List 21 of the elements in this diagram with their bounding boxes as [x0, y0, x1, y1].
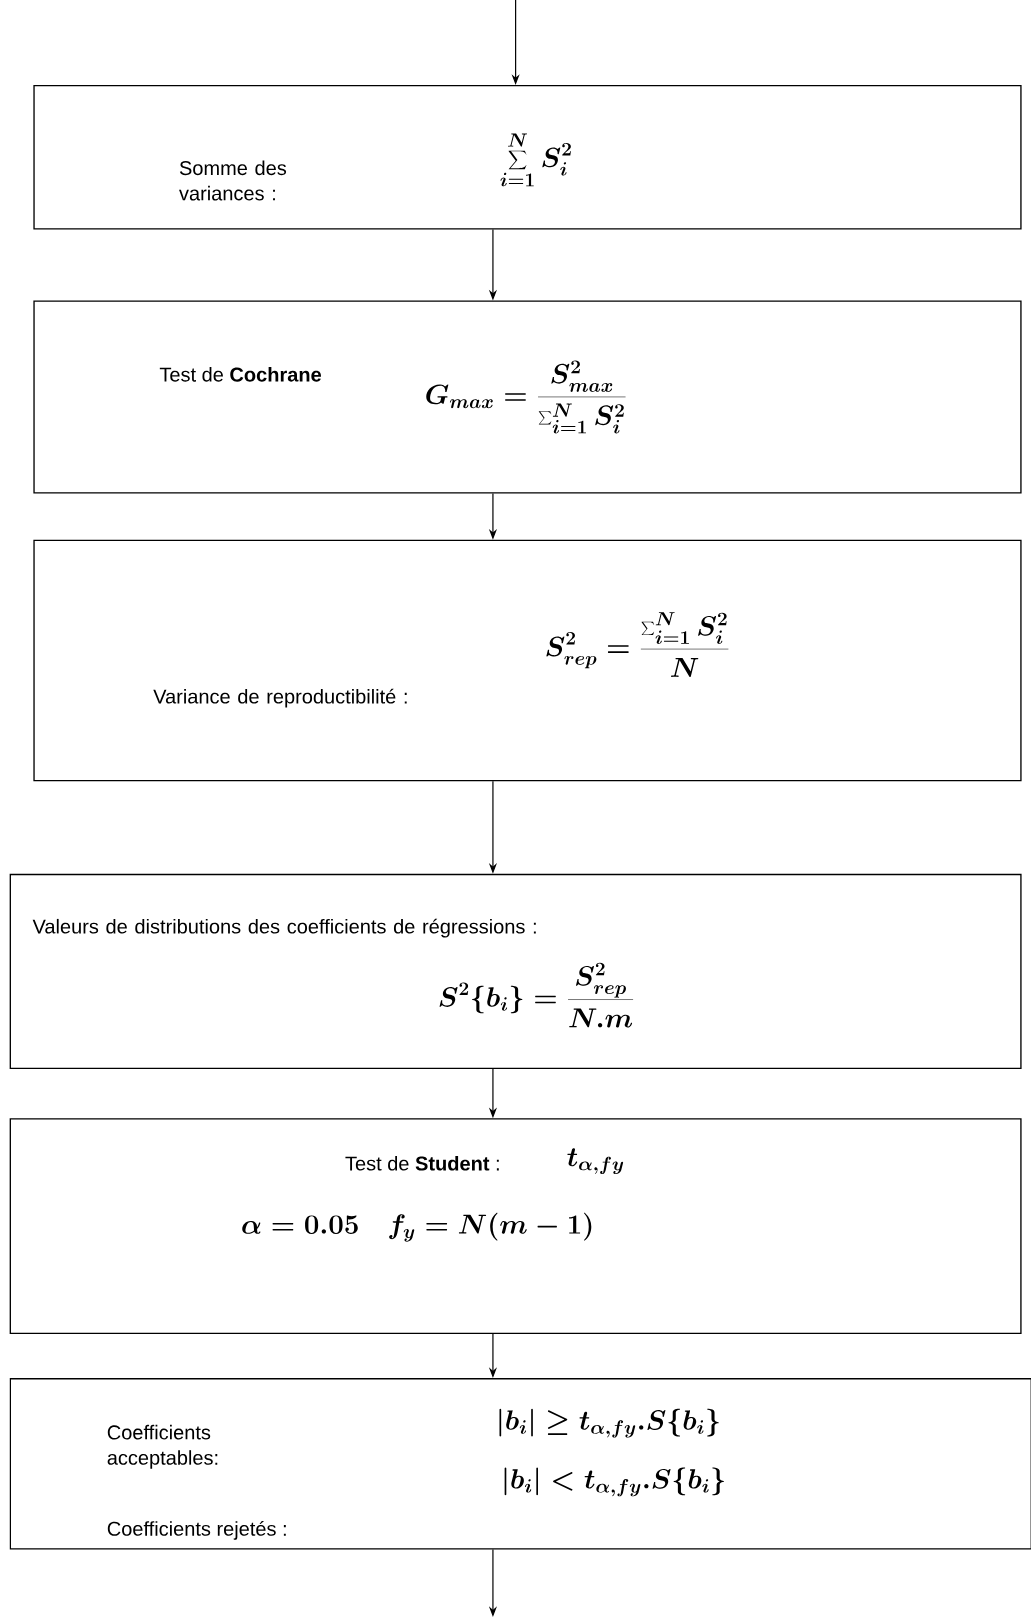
formula: $|b_i| < t_{\alpha,fy} . S\{b_i\}$ — [504, 1467, 724, 1497]
step-label: Somme des variances : — [178, 160, 286, 201]
process-box — [33, 84, 1022, 230]
process-box — [33, 300, 1022, 494]
formula: $G_{max} = \frac{S_{max}^2}{\sum_{i=1}^{N} S_i^2}$ — [426, 360, 626, 434]
process-box — [9, 1378, 1031, 1550]
step-label: Test de Cochrane — [159, 367, 321, 382]
formula: $S^2\{b_i\} = \frac{S_{rep}^2}{N.m}$ — [439, 962, 633, 1028]
formula: $\alpha = 0.05 \quad f_y = N(m-1)$ — [242, 1212, 592, 1242]
process-box — [9, 1118, 1022, 1335]
process-box — [9, 873, 1022, 1070]
step-label: Coefficients acceptables: — [107, 1424, 218, 1469]
formula: $|b_i| \geq t_{\alpha,fy} . S\{b_i\}$ — [499, 1408, 719, 1438]
step-label: Test de Student : — [345, 1155, 499, 1171]
formula: $t_{\alpha,fy}$ — [567, 1148, 623, 1175]
formula: $S_{rep}^2 = \frac{\sum_{i=1}^{N} S_i^2}{N}$ — [546, 612, 729, 677]
step-label: Coefficients rejetés : — [107, 1520, 286, 1540]
step-label: Valeurs de distributions des coefficients de régressions : — [32, 918, 536, 938]
formula: $\sum_{i=1}^{N} S_i^2$ — [500, 133, 571, 187]
process-box — [33, 539, 1022, 782]
step-label: Variance de reproductibilité : — [153, 688, 407, 708]
